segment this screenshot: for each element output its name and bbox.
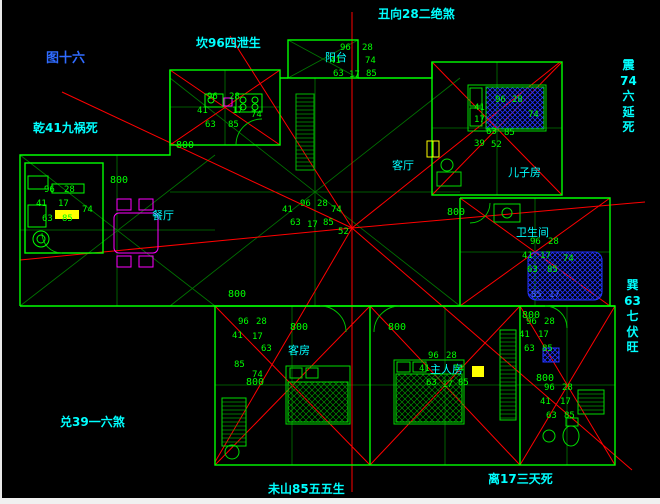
sink-icon bbox=[204, 93, 224, 108]
window-edge-bottom bbox=[0, 498, 660, 504]
washing-machine-icon bbox=[32, 230, 50, 248]
yellow-fixture bbox=[426, 140, 440, 158]
kitchen-counter-icon bbox=[223, 97, 233, 107]
master-bed bbox=[393, 359, 465, 425]
basin-icon bbox=[542, 347, 560, 363]
guest-bed bbox=[285, 365, 351, 425]
hall-cabinet bbox=[295, 93, 315, 171]
furniture-layer bbox=[27, 84, 605, 460]
walls bbox=[19, 39, 616, 466]
son-bed bbox=[467, 84, 547, 132]
kitchen-fixtures bbox=[204, 93, 263, 113]
bathtub-icon bbox=[527, 251, 603, 301]
son-desk bbox=[436, 158, 462, 187]
bathroom-fixtures bbox=[493, 203, 603, 301]
door-arcs bbox=[41, 118, 568, 333]
son-room bbox=[431, 61, 563, 196]
drain-icon bbox=[542, 429, 556, 443]
yellow-counter bbox=[55, 210, 79, 219]
vanity-icon bbox=[493, 203, 521, 223]
guest-wardrobe bbox=[221, 397, 247, 447]
small-bathroom-fixtures bbox=[542, 347, 605, 447]
dining-cabinets bbox=[27, 175, 85, 248]
master-wardrobe bbox=[499, 329, 517, 421]
dining-table-set bbox=[113, 198, 159, 268]
toilet-icon bbox=[562, 425, 580, 447]
guest-stool-icon bbox=[224, 444, 240, 460]
stove-icon bbox=[235, 93, 263, 113]
dining-subroom bbox=[24, 162, 104, 254]
balcony-room bbox=[287, 39, 359, 79]
master-yellow-stand bbox=[472, 366, 484, 377]
window-edge-left bbox=[0, 0, 2, 504]
bedroom-block bbox=[214, 305, 616, 466]
shower-icon bbox=[577, 389, 605, 415]
